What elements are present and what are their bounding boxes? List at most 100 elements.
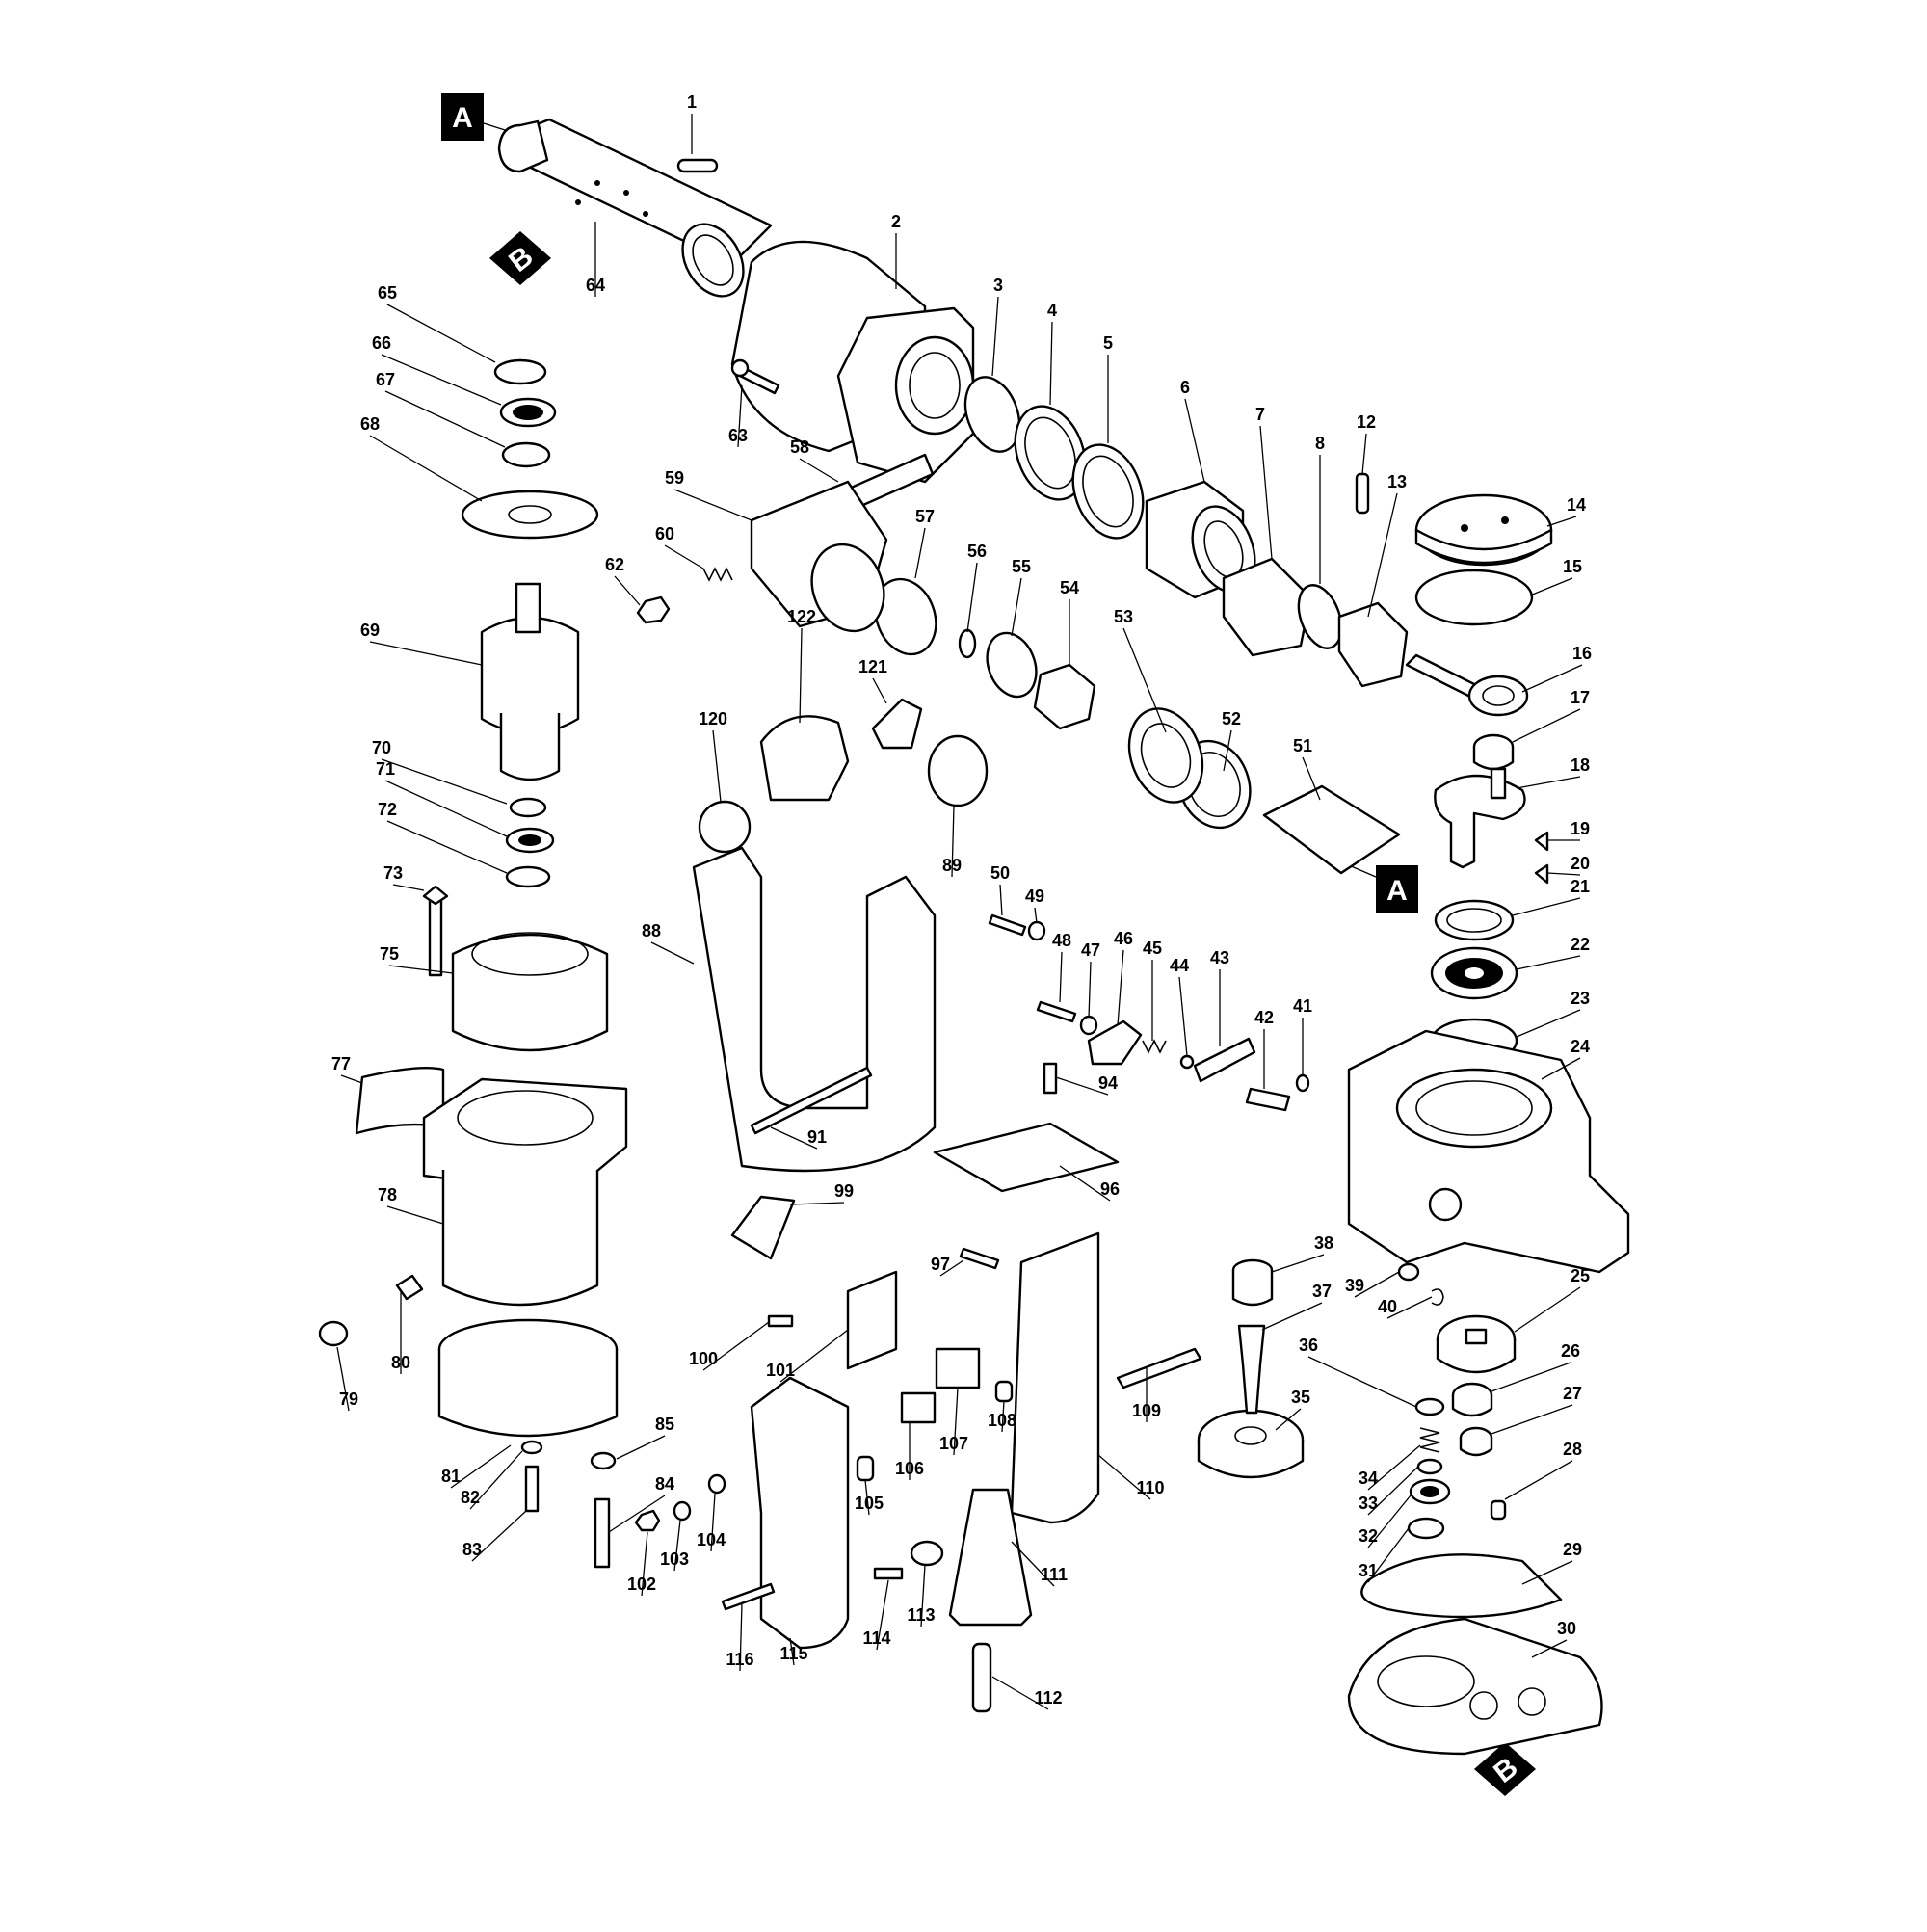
callout-120: 120 bbox=[699, 709, 727, 803]
key-20-part bbox=[1534, 863, 1549, 885]
part-number-36: 36 bbox=[1299, 1336, 1318, 1355]
callout-18: 18 bbox=[1516, 755, 1590, 789]
callout-62: 62 bbox=[605, 555, 641, 606]
part-number-12: 12 bbox=[1357, 412, 1376, 432]
leader-line-26 bbox=[1491, 1362, 1571, 1392]
leader-line-18 bbox=[1516, 776, 1581, 789]
callout-29: 29 bbox=[1521, 1540, 1582, 1585]
part-number-28: 28 bbox=[1563, 1440, 1582, 1459]
callout-4: 4 bbox=[1047, 301, 1057, 406]
part-number-108: 108 bbox=[988, 1411, 1016, 1430]
leader-line-29 bbox=[1521, 1560, 1573, 1585]
ring-8-part bbox=[1297, 584, 1343, 649]
callout-75: 75 bbox=[380, 944, 454, 974]
callout-83: 83 bbox=[462, 1510, 527, 1562]
disk-65-part bbox=[493, 358, 547, 385]
callout-13: 13 bbox=[1367, 472, 1407, 618]
callout-47: 47 bbox=[1081, 940, 1100, 1019]
callout-111: 111 bbox=[1011, 1541, 1068, 1587]
pin-105-part bbox=[856, 1455, 875, 1482]
handle-half-115-part bbox=[750, 1376, 850, 1650]
leader-line-28 bbox=[1504, 1460, 1573, 1500]
leader-line-107 bbox=[953, 1387, 959, 1456]
callout-66: 66 bbox=[372, 333, 502, 406]
part-number-5: 5 bbox=[1103, 333, 1113, 353]
clamp-122-part bbox=[759, 715, 850, 802]
pin-108-part bbox=[994, 1380, 1014, 1403]
barrel-housing-part bbox=[730, 240, 975, 484]
callout-48: 48 bbox=[1052, 931, 1071, 1003]
callout-72: 72 bbox=[378, 800, 508, 874]
leader-line-55 bbox=[1011, 577, 1022, 637]
armature-69-part bbox=[480, 582, 580, 781]
part-number-71: 71 bbox=[376, 759, 395, 779]
pin-12-part bbox=[1355, 472, 1370, 515]
callout-79: 79 bbox=[336, 1346, 358, 1412]
piston-part bbox=[1222, 557, 1312, 657]
leader-line-51 bbox=[1302, 756, 1321, 801]
leader-line-37 bbox=[1261, 1302, 1323, 1331]
callout-60: 60 bbox=[655, 524, 704, 569]
part-number-68: 68 bbox=[360, 414, 380, 434]
leader-line-85 bbox=[616, 1435, 666, 1460]
leader-line-15 bbox=[1529, 577, 1573, 596]
part-number-109: 109 bbox=[1132, 1401, 1161, 1420]
part-number-75: 75 bbox=[380, 944, 399, 964]
callout-65: 65 bbox=[378, 283, 496, 363]
part-number-24: 24 bbox=[1571, 1037, 1590, 1056]
part-number-44: 44 bbox=[1170, 956, 1189, 975]
washer-82-part bbox=[520, 1440, 543, 1455]
part-number-111: 111 bbox=[1041, 1565, 1068, 1584]
part-number-8: 8 bbox=[1315, 434, 1325, 453]
leader-line-39 bbox=[1354, 1271, 1400, 1298]
washer-103-part bbox=[673, 1500, 692, 1522]
part-number-42: 42 bbox=[1254, 1008, 1274, 1027]
bearing-66-part bbox=[499, 397, 557, 428]
part-number-50: 50 bbox=[990, 863, 1010, 883]
leader-line-57 bbox=[914, 527, 926, 579]
marker-b-top: B bbox=[489, 231, 551, 285]
callout-81: 81 bbox=[441, 1444, 512, 1489]
callout-21: 21 bbox=[1512, 877, 1590, 916]
clip-113-part bbox=[910, 1540, 944, 1567]
part-number-54: 54 bbox=[1060, 578, 1079, 597]
leader-line-91 bbox=[770, 1126, 818, 1150]
callout-22: 22 bbox=[1516, 935, 1590, 970]
piston-13-part bbox=[1337, 601, 1409, 688]
part-number-51: 51 bbox=[1293, 736, 1312, 755]
part-number-62: 62 bbox=[605, 555, 624, 574]
callout-16: 16 bbox=[1521, 644, 1592, 693]
part-number-41: 41 bbox=[1293, 996, 1312, 1016]
callout-94: 94 bbox=[1055, 1073, 1118, 1096]
leader-line-101 bbox=[779, 1329, 849, 1383]
part-number-21: 21 bbox=[1571, 877, 1590, 896]
callout-115: 115 bbox=[779, 1637, 808, 1666]
callout-14: 14 bbox=[1546, 495, 1586, 527]
part-number-15: 15 bbox=[1563, 557, 1582, 576]
part-number-100: 100 bbox=[689, 1349, 718, 1368]
cap-part bbox=[1414, 493, 1553, 567]
leader-line-50 bbox=[999, 884, 1003, 916]
callout-20: 20 bbox=[1546, 854, 1590, 876]
callout-46: 46 bbox=[1114, 929, 1133, 1026]
leader-line-65 bbox=[386, 304, 496, 363]
callout-56: 56 bbox=[966, 542, 987, 633]
part-number-80: 80 bbox=[391, 1353, 410, 1372]
connecting-rod-part bbox=[1405, 653, 1529, 717]
part-number-70: 70 bbox=[372, 738, 391, 757]
pin-28-part bbox=[1490, 1499, 1507, 1521]
callout-64: 64 bbox=[586, 222, 605, 297]
leader-line-72 bbox=[386, 820, 508, 874]
part-number-120: 120 bbox=[699, 709, 727, 728]
part-number-88: 88 bbox=[642, 921, 661, 940]
leader-line-73 bbox=[392, 884, 425, 891]
shaft-109-part bbox=[1116, 1347, 1202, 1389]
washer-70-part bbox=[509, 797, 547, 818]
part-number-6: 6 bbox=[1180, 378, 1190, 397]
part-number-112: 112 bbox=[1034, 1688, 1062, 1707]
screw-114-part bbox=[873, 1567, 904, 1580]
part-number-91: 91 bbox=[807, 1127, 827, 1147]
screw-84-part bbox=[594, 1497, 611, 1569]
leader-line-22 bbox=[1516, 955, 1581, 970]
callout-32: 32 bbox=[1359, 1495, 1412, 1548]
